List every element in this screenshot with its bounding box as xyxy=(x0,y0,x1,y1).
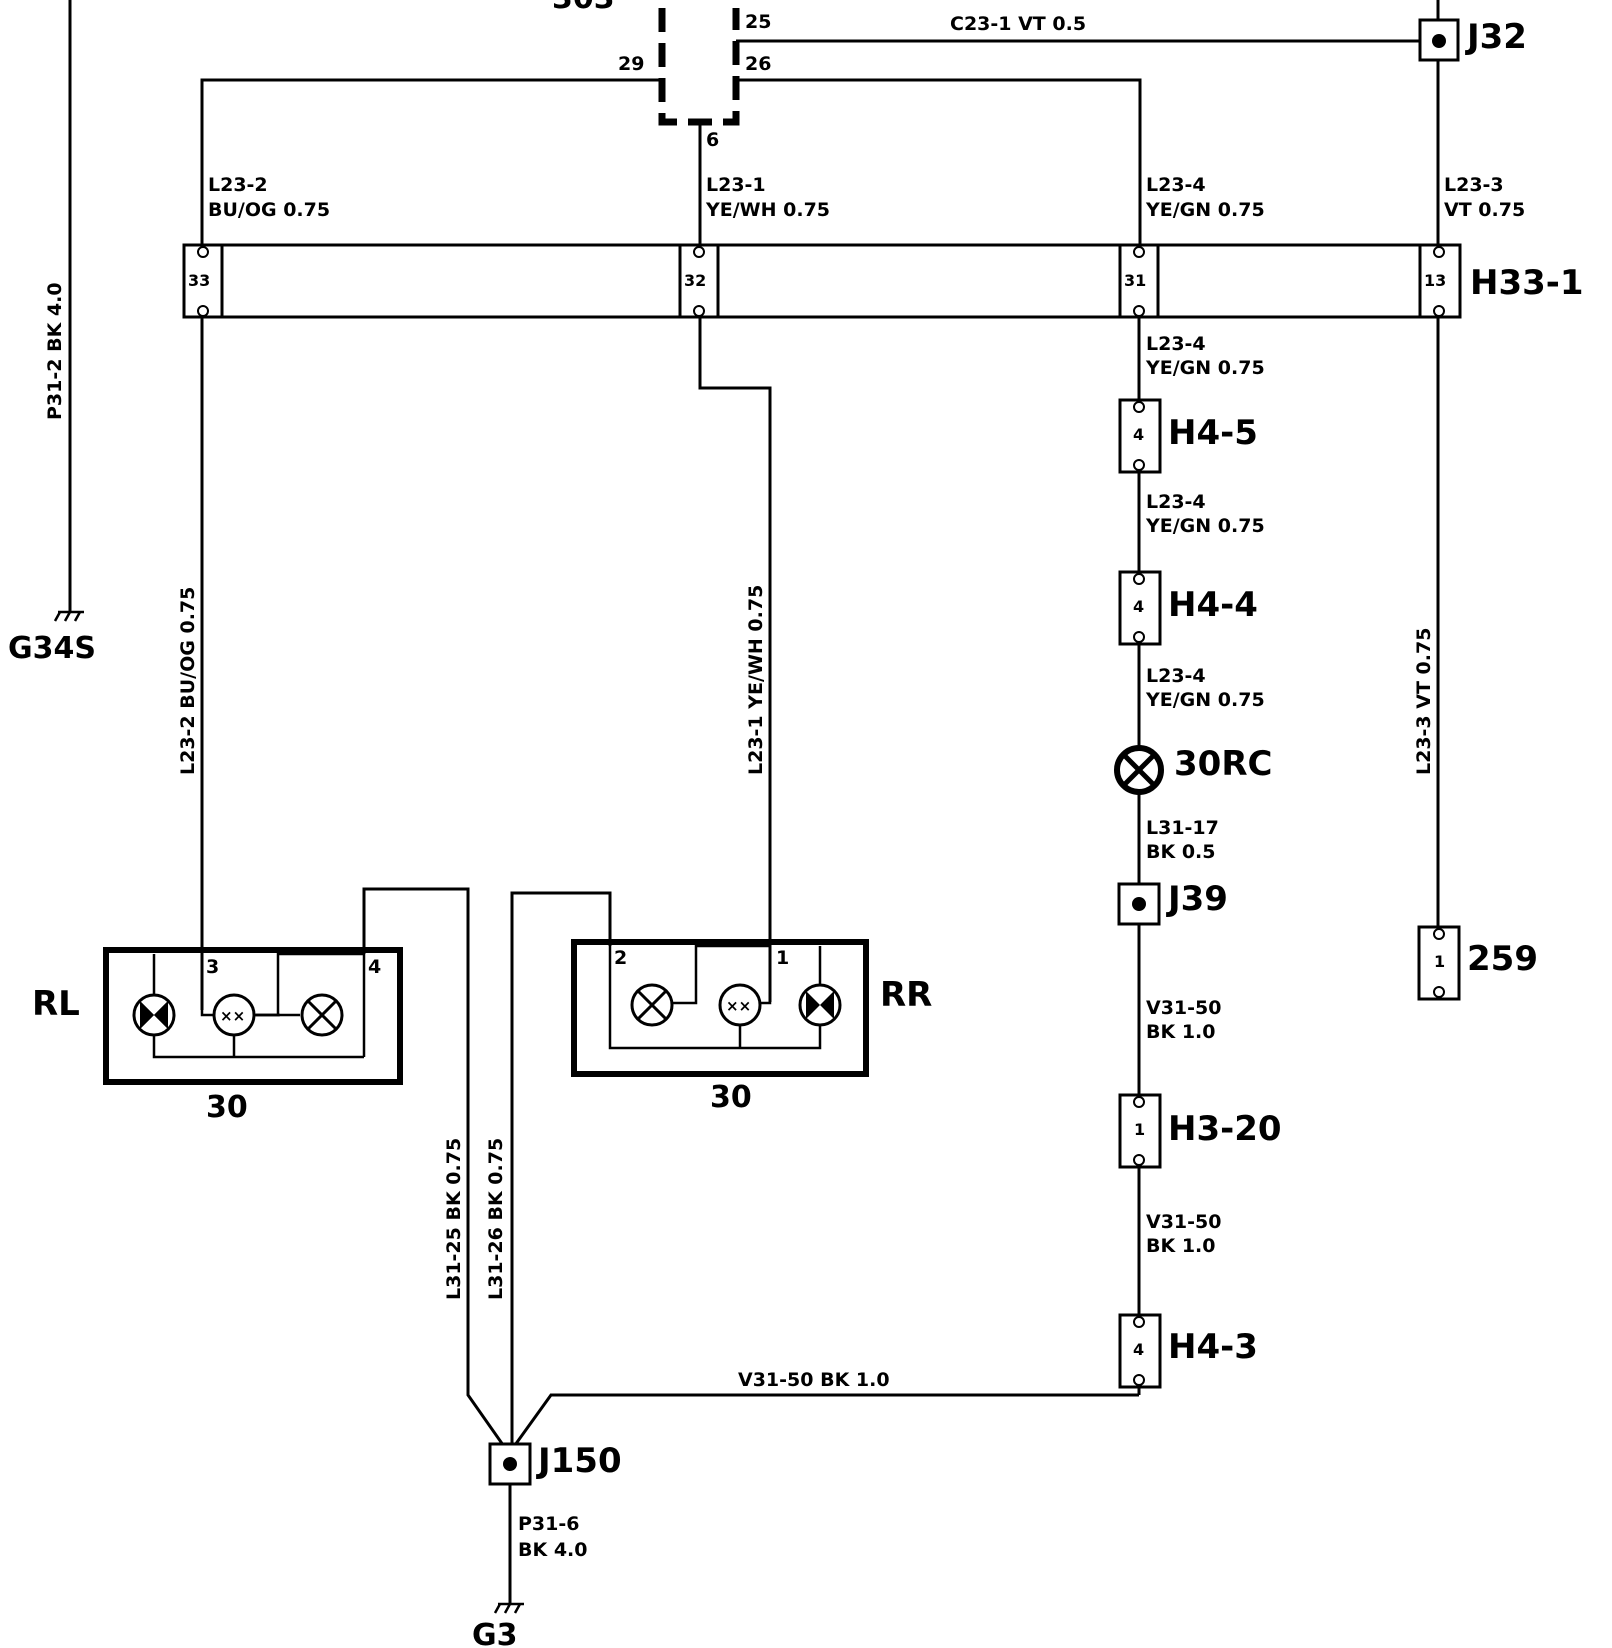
wire-label-l31-25-vert: L31-25 BK 0.75 xyxy=(443,1138,465,1300)
wire-label-l23-4-d-spec: YE/GN 0.75 xyxy=(1145,689,1265,711)
lamp-housing-rl-code: 30 xyxy=(206,1090,248,1125)
connector-h33-1: 33 32 31 13 H33-1 xyxy=(182,243,1584,319)
lamp-30rc-label: 30RC xyxy=(1174,744,1272,784)
svg-text:××: ×× xyxy=(220,1007,245,1025)
rl-lamp-dual-filament: ×× xyxy=(212,993,256,1037)
connector-h3-20-pin: 1 xyxy=(1134,1120,1145,1139)
ground-g3: G3 xyxy=(472,1602,524,1648)
wire-label-v31-50-c: V31-50 BK 1.0 xyxy=(738,1369,890,1391)
wire-label-l23-4-c-spec: YE/GN 0.75 xyxy=(1145,515,1265,537)
wire-label-l31-26-vert: L31-26 BK 0.75 xyxy=(485,1138,507,1300)
rr-pin-2: 2 xyxy=(614,947,627,969)
module-pin-25: 25 xyxy=(745,11,771,33)
splice-j39: J39 xyxy=(1117,879,1228,926)
h33-pin-33-label: 33 xyxy=(188,271,210,290)
connector-h3-20: 1 H3-20 xyxy=(1118,1093,1282,1169)
ground-g34s-label: G34S xyxy=(8,631,96,666)
wire-label-l23-2-id: L23-2 xyxy=(208,174,268,196)
module-pin-26: 26 xyxy=(745,53,771,75)
wire-label-l31-17-id: L31-17 xyxy=(1146,817,1219,839)
top-module: 303 25 26 29 6 xyxy=(552,0,771,151)
connector-h33-1-label: H33-1 xyxy=(1470,263,1584,303)
rr-pin-1: 1 xyxy=(776,947,789,969)
wire-label-v31-50-b-spec: BK 1.0 xyxy=(1146,1235,1215,1257)
wire-label-v31-50-a-id: V31-50 xyxy=(1146,997,1221,1019)
wire-label-v31-50-b-id: V31-50 xyxy=(1146,1211,1221,1233)
connector-259-pin: 1 xyxy=(1434,952,1445,971)
wire-label-l23-3-vert: L23-3 VT 0.75 xyxy=(1413,628,1435,775)
connector-h4-4-label: H4-4 xyxy=(1168,585,1258,625)
connector-h4-5: 4 H4-5 xyxy=(1118,398,1258,474)
wire-label-v31-50-a-spec: BK 1.0 xyxy=(1146,1021,1215,1043)
top-module-label: 303 xyxy=(552,0,615,16)
lamp-housing-rl-label: RL xyxy=(32,984,80,1024)
splice-j39-label: J39 xyxy=(1166,879,1228,919)
connector-h3-20-label: H3-20 xyxy=(1168,1109,1282,1149)
wire-label-l23-2-spec: BU/OG 0.75 xyxy=(208,199,330,221)
wire-label-l23-1-spec: YE/WH 0.75 xyxy=(705,199,830,221)
lamp-housing-rl: ×× 3 4 RL 30 xyxy=(32,947,403,1125)
connector-h4-3-pin: 4 xyxy=(1133,1340,1144,1359)
wire-label-p31-2: P31-2 BK 4.0 xyxy=(44,282,66,420)
module-pin-29: 29 xyxy=(618,53,644,75)
wire-label-l23-1-id: L23-1 xyxy=(706,174,766,196)
rl-lamp-cross xyxy=(300,993,344,1037)
rr-lamp-filled xyxy=(798,983,842,1027)
lamp-housing-rr-label: RR xyxy=(880,975,932,1015)
connector-h4-5-label: H4-5 xyxy=(1168,413,1258,453)
h33-pin-32-label: 32 xyxy=(684,271,706,290)
connector-259: 1 259 xyxy=(1417,925,1538,1001)
wire-label-l23-4-b-id: L23-4 xyxy=(1146,333,1206,355)
wire-label-l23-4-id: L23-4 xyxy=(1146,174,1206,196)
lamp-housing-rr-code: 30 xyxy=(710,1080,752,1115)
rr-lamp-cross xyxy=(630,983,674,1027)
connector-h4-5-pin: 4 xyxy=(1133,425,1144,444)
h33-pin-31-label: 31 xyxy=(1124,271,1146,290)
wire-label-l23-2-vert: L23-2 BU/OG 0.75 xyxy=(177,587,199,775)
splice-j150: J150 xyxy=(488,1441,622,1486)
wire-label-l23-3-id: L23-3 xyxy=(1444,174,1504,196)
splice-j32: J32 xyxy=(1418,0,1527,62)
connector-h4-3-label: H4-3 xyxy=(1168,1327,1258,1367)
splice-j150-label: J150 xyxy=(536,1441,622,1481)
wire-label-l23-4-b-spec: YE/GN 0.75 xyxy=(1145,357,1265,379)
splice-j32-label: J32 xyxy=(1465,17,1527,57)
rl-pin-3: 3 xyxy=(206,956,219,978)
rl-pin-4: 4 xyxy=(368,956,381,978)
wire-label-l23-4-d-id: L23-4 xyxy=(1146,665,1206,687)
wire-label-c23-1: C23-1 VT 0.5 xyxy=(950,13,1086,35)
ground-g34s-group: G34S P31-2 BK 4.0 xyxy=(8,0,96,666)
connector-259-label: 259 xyxy=(1467,939,1538,979)
wire-label-p31-6-spec: BK 4.0 xyxy=(518,1539,587,1561)
module-pin-6: 6 xyxy=(706,129,719,151)
rl-lamp-filled xyxy=(132,993,176,1037)
wire-label-l31-17-spec: BK 0.5 xyxy=(1146,841,1215,863)
svg-text:××: ×× xyxy=(726,997,751,1015)
wire-label-l23-3-spec: VT 0.75 xyxy=(1444,199,1525,221)
connector-h4-4-pin: 4 xyxy=(1133,597,1144,616)
rr-lamp-dual-filament: ×× xyxy=(718,983,762,1027)
lamp-housing-rr: ×× 2 1 RR 30 xyxy=(571,939,932,1115)
connector-h4-4: 4 H4-4 xyxy=(1118,570,1258,646)
wire-label-l23-4-spec: YE/GN 0.75 xyxy=(1145,199,1265,221)
connector-h4-3: 4 H4-3 xyxy=(1118,1313,1258,1389)
wire-label-l23-1-vert: L23-1 YE/WH 0.75 xyxy=(745,585,767,775)
wire-label-p31-6-id: P31-6 xyxy=(518,1513,579,1535)
wire-label-l23-4-c-id: L23-4 xyxy=(1146,491,1206,513)
h33-pin-13-label: 13 xyxy=(1424,271,1446,290)
lamp-30rc: 30RC xyxy=(1114,744,1272,795)
ground-g3-label: G3 xyxy=(472,1618,518,1648)
